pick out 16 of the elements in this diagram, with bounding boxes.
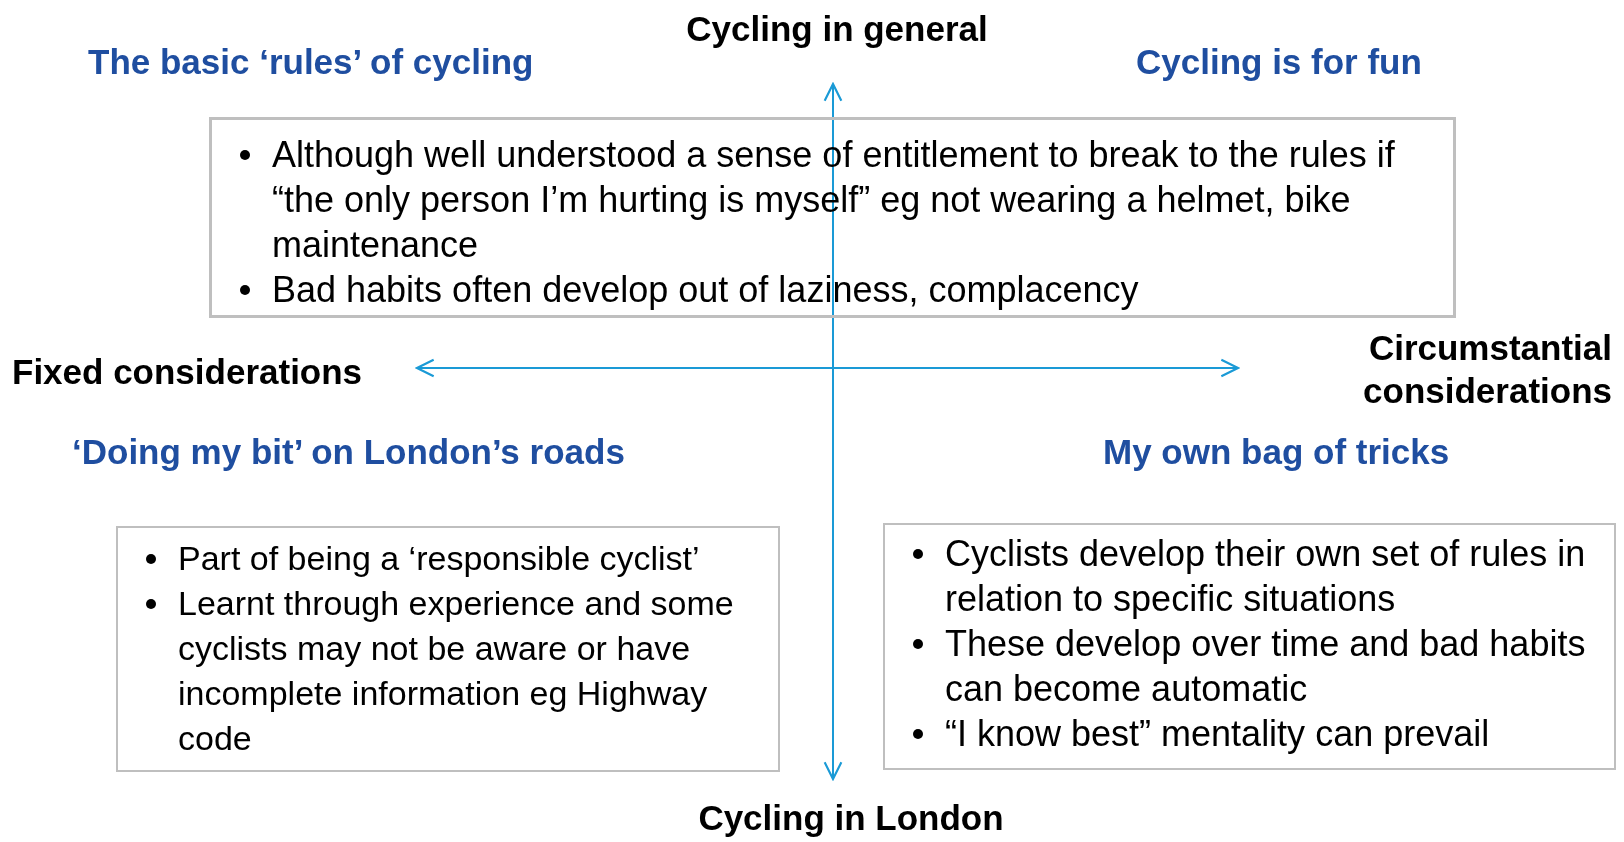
quadrant-title: ‘Doing my bit’ on London’s roads xyxy=(72,431,625,473)
axis-label: Cycling in London xyxy=(698,797,1004,839)
text-box xyxy=(116,526,780,772)
quadrant-title: My own bag of tricks xyxy=(1103,431,1450,473)
bullet-text: Part of being a ‘responsible cyclist’ xyxy=(178,539,700,577)
bullet-text: Learnt through experience and some cyclists may not be aware or have incomplete information eg Highway code xyxy=(178,584,734,757)
bullet-text: These develop over time and bad habits can become automatic xyxy=(945,623,1586,709)
axis-label: Circumstantial considerations xyxy=(1362,327,1612,412)
text-box xyxy=(209,117,1456,318)
text-box xyxy=(883,523,1616,770)
axis-label: Fixed considerations xyxy=(12,351,363,393)
quadrant-title: Cycling is for fun xyxy=(1136,41,1422,83)
quadrant-title: The basic ‘rules’ of cycling xyxy=(88,41,534,83)
axis-label: Cycling in general xyxy=(686,8,988,50)
bullet-text: Cyclists develop their own set of rules in relation to specific situations xyxy=(945,533,1586,619)
bullet-text: “I know best” mentality can prevail xyxy=(945,713,1490,754)
